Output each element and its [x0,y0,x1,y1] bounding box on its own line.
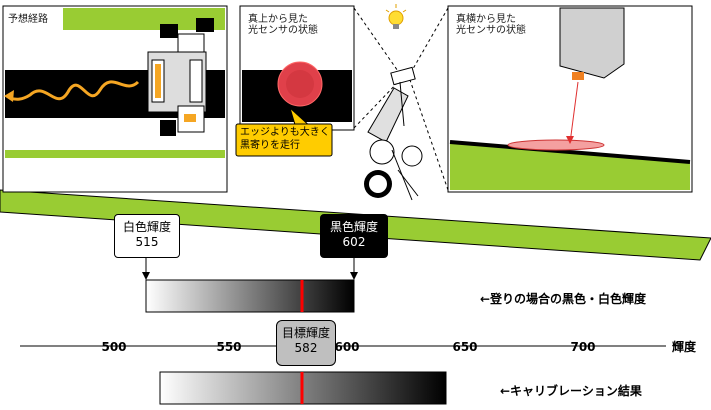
white-brightness-value: 515 [135,235,159,249]
target-brightness-value: 582 [294,341,318,355]
route-green-strip [63,8,225,30]
axis-tick-550: 550 [216,340,242,354]
white-pointer-head [142,272,150,280]
zoom-line-side-2 [409,79,449,191]
light-bulb-icon [385,4,407,29]
black-brightness-label: 黒色輝度 [329,220,378,234]
sensor-body-icon [559,7,625,80]
side-view-light-beam [569,81,579,144]
axis-tick-600: 600 [334,340,360,354]
zoom-line-top-1 [353,7,401,75]
axis-unit-label: 輝度 [672,340,697,354]
black-brightness-value: 602 [342,235,366,249]
annotation-box [235,123,333,157]
white-brightness-label: 白色輝度 [122,220,171,234]
calibration-caption: ←キャリブレーション結果 [500,384,642,398]
target-brightness-label: 目標輝度 [281,326,330,340]
annotation-text: エッジよりも大きく 黒寄りを走行 [240,127,330,151]
climb-gradient-bar [145,279,355,313]
side-view-surface [450,142,690,190]
black-pointer-head [350,272,358,280]
route-path [9,80,140,101]
top-view-panel-title: 真上から見た 光センサの状態 [248,14,318,36]
robot-top-icon [147,18,214,136]
side-view-panel-title: 真横から見た 光センサの状態 [456,14,526,36]
route-panel-title: 予想経路 [8,14,48,25]
axis-tick-650: 650 [452,340,478,354]
route-arrow-head [4,90,14,102]
zoom-line-side-1 [409,7,449,75]
climb-caption: ←登りの場合の黒色・白色輝度 [480,292,647,306]
side-view-light-spot [507,139,605,151]
side-view-beam-head [566,136,574,144]
black-brightness-callout: 黒色輝度 602 [320,214,388,258]
sensor-spot-glow [286,70,314,98]
target-brightness-callout: 目標輝度 582 [276,320,336,366]
robot-side-icon [364,66,423,201]
route-green-bottom [5,150,225,158]
axis-tick-700: 700 [570,340,596,354]
side-view-black-line [449,140,691,164]
axis-tick-500: 500 [101,340,127,354]
zoom-line-top-2 [353,79,401,129]
white-brightness-callout: 白色輝度 515 [114,214,180,258]
